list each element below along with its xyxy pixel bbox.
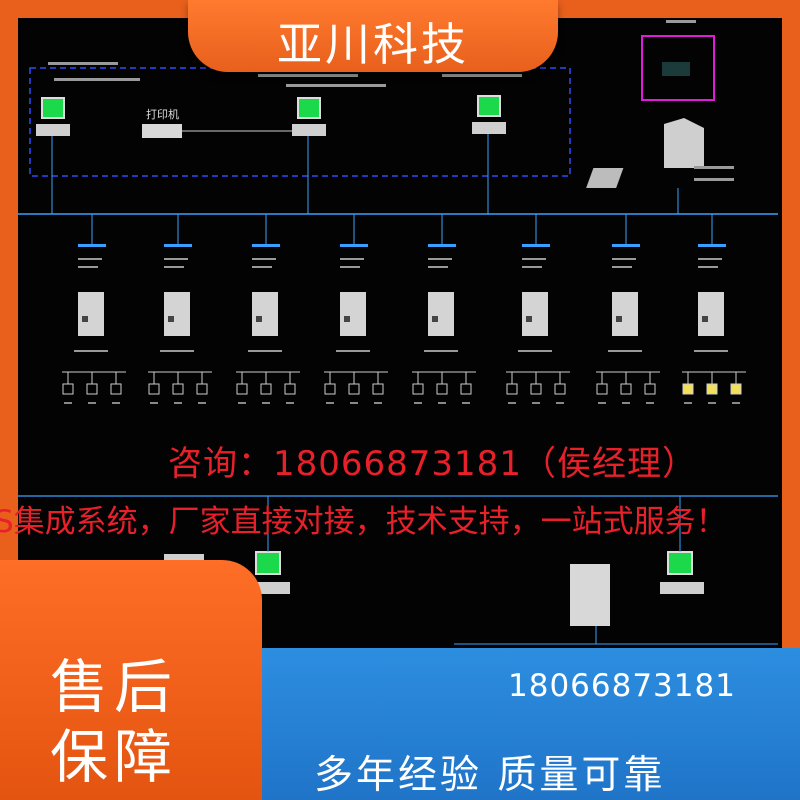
workstation-right (472, 95, 506, 134)
server-icon (340, 292, 366, 336)
subsystem-column (236, 214, 300, 404)
lower-server-right (570, 564, 610, 626)
brand-name: 亚川科技 (276, 18, 469, 71)
network-diagram-svg: 打印机 (18, 20, 778, 645)
subsystem-row (62, 214, 746, 404)
subsystem-column (506, 214, 570, 404)
badge-line-2: 保障 (50, 723, 179, 791)
lower-workstation-left (246, 496, 290, 594)
service-tagline: S集成系统，厂家直接对接，技术支持，一站式服务！ (0, 504, 727, 540)
brand-tab: 亚川科技 (188, 0, 558, 72)
footer-slogan: 多年经验 质量可靠 (314, 753, 666, 798)
subsystem-column (62, 214, 126, 404)
cad-small-labels (48, 20, 734, 181)
display-screen-content (662, 62, 690, 76)
footer-phone: 18066873181 (508, 668, 736, 704)
printer: 打印机 (142, 107, 296, 138)
bottom-blue-bar: 18066873181 多年经验 质量可靠 (250, 648, 800, 800)
server-icon (612, 292, 638, 336)
server-icon (428, 292, 454, 336)
subsystem-column (596, 214, 660, 404)
badge-line-1: 售后 (50, 653, 179, 721)
subsystem-column (682, 214, 746, 404)
server-icon (164, 292, 190, 336)
server-icon (78, 292, 104, 336)
uplinks (51, 134, 679, 214)
workstation-left (36, 97, 70, 136)
subsystem-column (412, 214, 476, 404)
display-screen (641, 35, 715, 101)
subsystem-column (148, 214, 212, 404)
printer-label: 打印机 (146, 107, 179, 121)
server-icon (698, 292, 724, 336)
after-sales-badge: 售后 保障 (0, 560, 262, 800)
server-icon (522, 292, 548, 336)
cad-network-diagram: 打印机 (18, 18, 782, 650)
server-icon (252, 292, 278, 336)
workstation-far-right (586, 118, 704, 188)
lower-workstation-right (660, 496, 704, 594)
consult-phone-text: 咨询：18066873181（侯经理） (168, 444, 697, 484)
workstation-center (292, 97, 326, 136)
subsystem-column (324, 214, 388, 404)
